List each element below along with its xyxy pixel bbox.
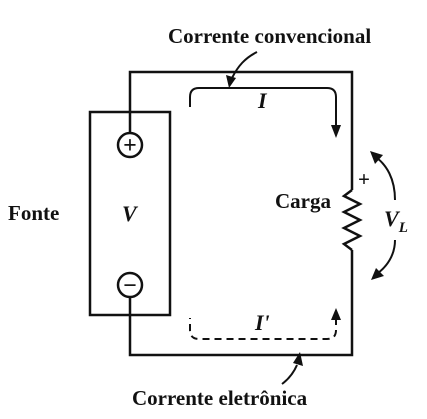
conventional-current-label: Corrente convencional [168, 24, 371, 48]
conventional-current-loop-head [331, 125, 341, 138]
electron-current-symbol: I' [254, 310, 270, 335]
load-voltage-subscript: L [398, 220, 408, 236]
positive-terminal-sign: + [123, 133, 137, 159]
electron-current-loop [189, 318, 337, 340]
load-positive-sign: + [358, 167, 370, 191]
circuit-wire [128, 70, 354, 357]
electron-current-pointer-head [293, 352, 303, 366]
conventional-current-pointer [231, 51, 258, 79]
positive-terminal [116, 131, 144, 159]
negative-terminal [116, 271, 144, 299]
conventional-current-loop [189, 87, 337, 128]
source-label: Fonte [8, 201, 59, 225]
electron-current-loop-head [331, 308, 341, 320]
conventional-current-symbol: I [257, 88, 268, 113]
electron-current-pointer [281, 364, 298, 385]
load-voltage-arrow-top [376, 157, 396, 201]
conventional-current-pointer-head [226, 75, 236, 88]
load-voltage-arrow-bottom [377, 239, 396, 274]
load-label: Carga [275, 189, 331, 213]
load-resistor [341, 189, 363, 251]
load-voltage-symbol: V [384, 206, 401, 231]
load-voltage-arrow-top-head [370, 151, 383, 164]
source-voltage-label: V [122, 201, 139, 226]
load-voltage-label: VL [384, 206, 408, 236]
load-voltage-arrow-bottom-head [371, 268, 384, 280]
negative-terminal-sign: − [123, 273, 137, 299]
electron-current-label: Corrente eletrônica [132, 386, 308, 410]
